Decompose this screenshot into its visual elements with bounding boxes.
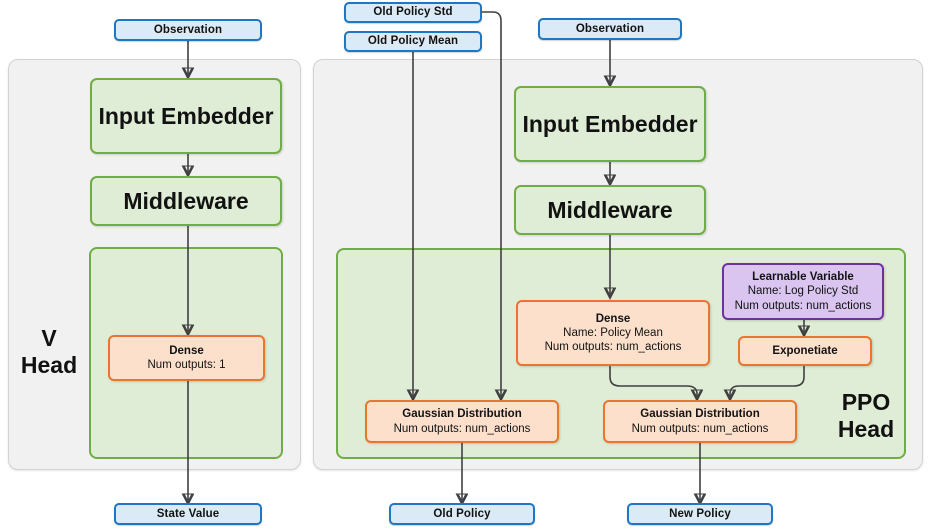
ppo-head-input-embedder-label: Input Embedder <box>522 110 698 137</box>
input-observation-ppo-label: Observation <box>575 22 645 35</box>
ppo-head-gaussian-old-num-outputs: Num outputs: num_actions <box>393 422 531 435</box>
output-old-policy-label: Old Policy <box>433 507 491 520</box>
v-head-dense-num-outputs: Num outputs: 1 <box>147 359 226 371</box>
input-old-policy-std[interactable]: Old Policy Std <box>344 2 482 23</box>
input-old-policy-mean-label: Old Policy Mean <box>367 35 459 48</box>
ppo-head-gaussian-old-policy[interactable]: Gaussian Distribution Num outputs: num_a… <box>365 400 559 443</box>
input-observation-ppo[interactable]: Observation <box>538 18 682 40</box>
v-head-middleware[interactable]: Middleware <box>90 176 282 226</box>
ppo-head-exponetiate[interactable]: Exponetiate <box>738 336 872 366</box>
v-head-label-line2: Head <box>20 352 78 379</box>
output-new-policy[interactable]: New Policy <box>627 503 773 525</box>
ppo-head-gaussian-old-title: Gaussian Distribution <box>402 408 522 421</box>
ppo-head-gaussian-new-title: Gaussian Distribution <box>640 408 760 421</box>
v-head-dense[interactable]: Dense Num outputs: 1 <box>108 335 265 381</box>
output-state-value-label: State Value <box>156 507 220 520</box>
input-old-policy-mean[interactable]: Old Policy Mean <box>344 31 482 52</box>
v-head-input-embedder-label: Input Embedder <box>98 102 274 129</box>
ppo-head-dense-title: Dense <box>595 312 631 325</box>
ppo-head-learnable-variable[interactable]: Learnable Variable Name: Log Policy Std … <box>722 263 884 320</box>
v-head-input-embedder[interactable]: Input Embedder <box>90 78 282 154</box>
v-head-dense-title: Dense <box>169 344 204 357</box>
ppo-head-label: PPO Head <box>820 389 912 443</box>
ppo-head-label-line2: Head <box>837 416 895 443</box>
ppo-head-exponetiate-label: Exponetiate <box>772 344 838 357</box>
ppo-head-dense-num-outputs: Num outputs: num_actions <box>544 341 682 353</box>
output-new-policy-label: New Policy <box>669 507 731 520</box>
ppo-head-learnable-variable-name: Name: Log Policy Std <box>747 285 859 298</box>
ppo-head-input-embedder[interactable]: Input Embedder <box>514 86 706 162</box>
ppo-head-label-line1: PPO <box>841 389 891 415</box>
input-old-policy-std-label: Old Policy Std <box>373 6 453 19</box>
output-state-value[interactable]: State Value <box>114 503 262 525</box>
v-head-label: V Head <box>10 325 88 379</box>
input-observation-v-label: Observation <box>153 23 223 36</box>
output-old-policy[interactable]: Old Policy <box>389 503 535 525</box>
ppo-head-dense-name: Name: Policy Mean <box>563 326 663 339</box>
v-head-label-line1: V <box>41 325 57 351</box>
input-observation-v[interactable]: Observation <box>114 19 262 41</box>
ppo-head-middleware-label: Middleware <box>547 196 673 223</box>
ppo-head-middleware[interactable]: Middleware <box>514 185 706 235</box>
ppo-head-gaussian-new-policy[interactable]: Gaussian Distribution Num outputs: num_a… <box>603 400 797 443</box>
ppo-head-learnable-variable-title: Learnable Variable <box>752 271 854 284</box>
v-head-middleware-label: Middleware <box>123 187 249 214</box>
ppo-head-dense-policy-mean[interactable]: Dense Name: Policy Mean Num outputs: num… <box>516 300 710 366</box>
ppo-head-gaussian-new-num-outputs: Num outputs: num_actions <box>631 422 769 435</box>
ppo-head-learnable-variable-num-outputs: Num outputs: num_actions <box>734 299 872 312</box>
